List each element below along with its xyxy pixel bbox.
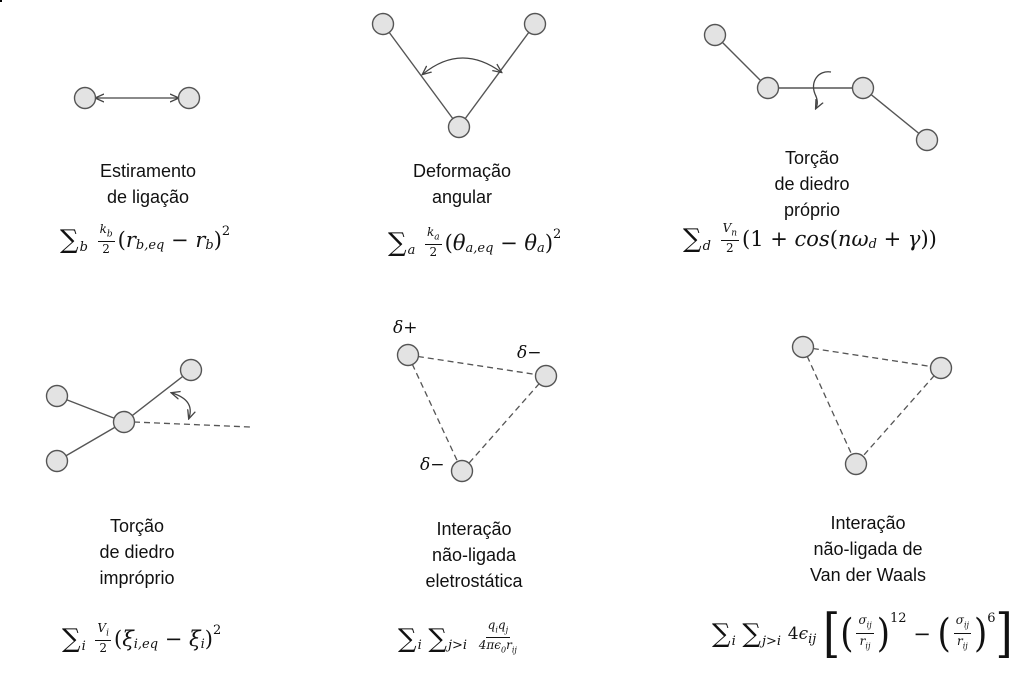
sum-symbol: ∑	[428, 623, 447, 654]
rotation-arrow	[812, 71, 832, 108]
improper-dihedral-diagram	[45, 358, 251, 473]
atom	[756, 76, 780, 100]
atom	[177, 86, 201, 110]
plane-reference-line	[133, 421, 251, 428]
sum-symbol: ∑	[398, 623, 417, 654]
charge-label-positive: δ+	[393, 318, 418, 338]
dashed-interaction	[855, 367, 942, 465]
dashed-interaction	[802, 346, 942, 369]
charge-label-negative: δ−	[517, 343, 542, 363]
label-line: impróprio	[99, 568, 175, 588]
proper-dihedral-diagram	[703, 23, 939, 152]
atom	[45, 449, 69, 473]
improper-dihedral-label: Torção de diedro impróprio	[37, 513, 237, 591]
stretch-label: Estiramento de ligação	[48, 158, 248, 210]
label-line: Interação	[436, 519, 512, 539]
label-line: eletrostática	[425, 571, 523, 591]
charge-label-negative: δ−	[420, 455, 445, 475]
atom	[112, 410, 136, 434]
label-line: Van der Waals	[809, 565, 927, 585]
atom	[523, 12, 547, 36]
label-line: Interação	[830, 513, 906, 533]
atom	[45, 384, 69, 408]
stretch-diagram	[73, 86, 201, 110]
bond	[862, 87, 928, 141]
atom	[851, 76, 875, 100]
atom	[703, 23, 727, 47]
atom	[371, 12, 395, 36]
label-line: próprio	[783, 200, 841, 220]
atom	[844, 452, 868, 476]
vdw-diagram	[791, 335, 953, 476]
dashed-interaction	[407, 354, 547, 377]
dashed-interaction	[802, 346, 857, 465]
bond	[123, 369, 192, 423]
label-line: Deformação	[412, 161, 512, 181]
atom	[447, 115, 471, 139]
bond	[458, 23, 536, 128]
label-line: não-ligada de	[813, 539, 923, 559]
angle-diagram	[371, 12, 547, 139]
vdw-label: Interação não-ligada de Van der Waals	[768, 510, 968, 588]
sum-symbol: ∑	[60, 225, 79, 256]
atom	[929, 356, 953, 380]
atom	[534, 364, 558, 388]
atom	[179, 358, 203, 382]
electrostatic-diagram	[396, 343, 558, 483]
sum-symbol: ∑	[683, 224, 702, 255]
atom	[915, 128, 939, 152]
sum-symbol: ∑	[712, 619, 731, 649]
proper-dihedral-label: Torção de diedro próprio	[712, 145, 912, 223]
bond	[56, 421, 125, 462]
sum-symbol: ∑	[742, 619, 761, 649]
label-line: de diedro	[774, 174, 850, 194]
sum-symbol: ∑	[388, 228, 407, 259]
improper-angle-arrow	[172, 393, 190, 418]
sum-symbol: ∑	[62, 624, 81, 655]
bond	[382, 23, 460, 128]
atom	[791, 335, 815, 359]
label-line: Estiramento	[99, 161, 197, 181]
atom	[73, 86, 97, 110]
corner-mark	[0, 0, 2, 2]
electrostatic-label: Interação não-ligada eletrostática	[374, 516, 574, 594]
atom	[450, 459, 474, 483]
bond	[714, 34, 769, 89]
label-line: Torção	[109, 516, 165, 536]
angle-label: Deformação angular	[362, 158, 562, 210]
label-line: de ligação	[106, 187, 190, 207]
label-line: não-ligada	[431, 545, 517, 565]
label-line: angular	[431, 187, 493, 207]
bond	[56, 395, 125, 423]
dashed-interaction	[407, 354, 463, 472]
atom	[396, 343, 420, 367]
angle-arrow	[423, 57, 501, 74]
label-line: Torção	[784, 148, 840, 168]
label-line: de diedro	[99, 542, 175, 562]
dashed-interaction	[461, 375, 547, 472]
